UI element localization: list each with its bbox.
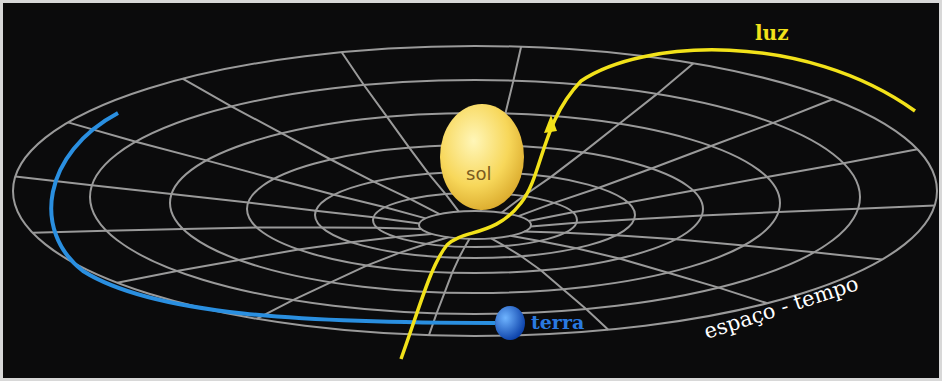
light-arrowhead [544,115,557,133]
sun-label: sol [466,163,491,184]
earth-orbit [51,113,495,323]
spacetime-label: espaço - tempo [701,271,861,344]
sun-body: sol [439,103,525,211]
background-panel: sol terra luz espaço - tempo [3,3,939,378]
earth-body: terra [493,306,587,340]
light-label: luz [755,21,789,45]
earth-label: terra [531,311,584,333]
light-path [401,50,915,359]
